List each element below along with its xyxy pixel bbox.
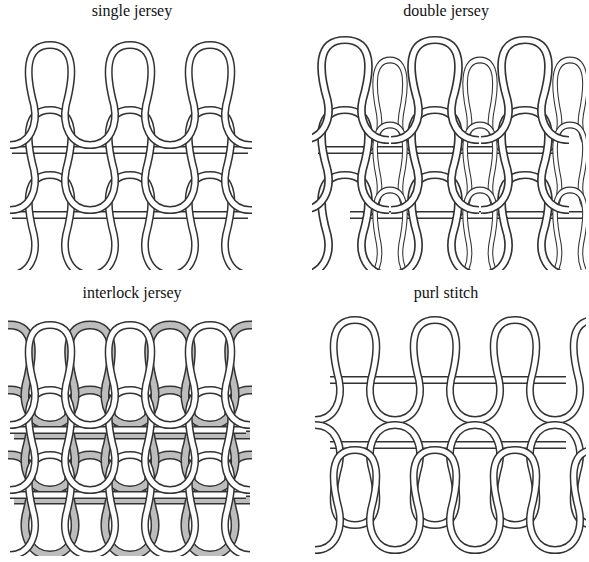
- purl-stitch-figure: [315, 320, 586, 550]
- single-jersey-figure: [10, 45, 252, 270]
- double-jersey-figure: [312, 40, 586, 270]
- panel-label: interlock jersey: [82, 284, 181, 302]
- panel-label: purl stitch: [414, 284, 478, 302]
- panel-label: single jersey: [92, 2, 172, 20]
- panel-label: double jersey: [403, 2, 489, 20]
- interlock-jersey-figure: [8, 325, 252, 555]
